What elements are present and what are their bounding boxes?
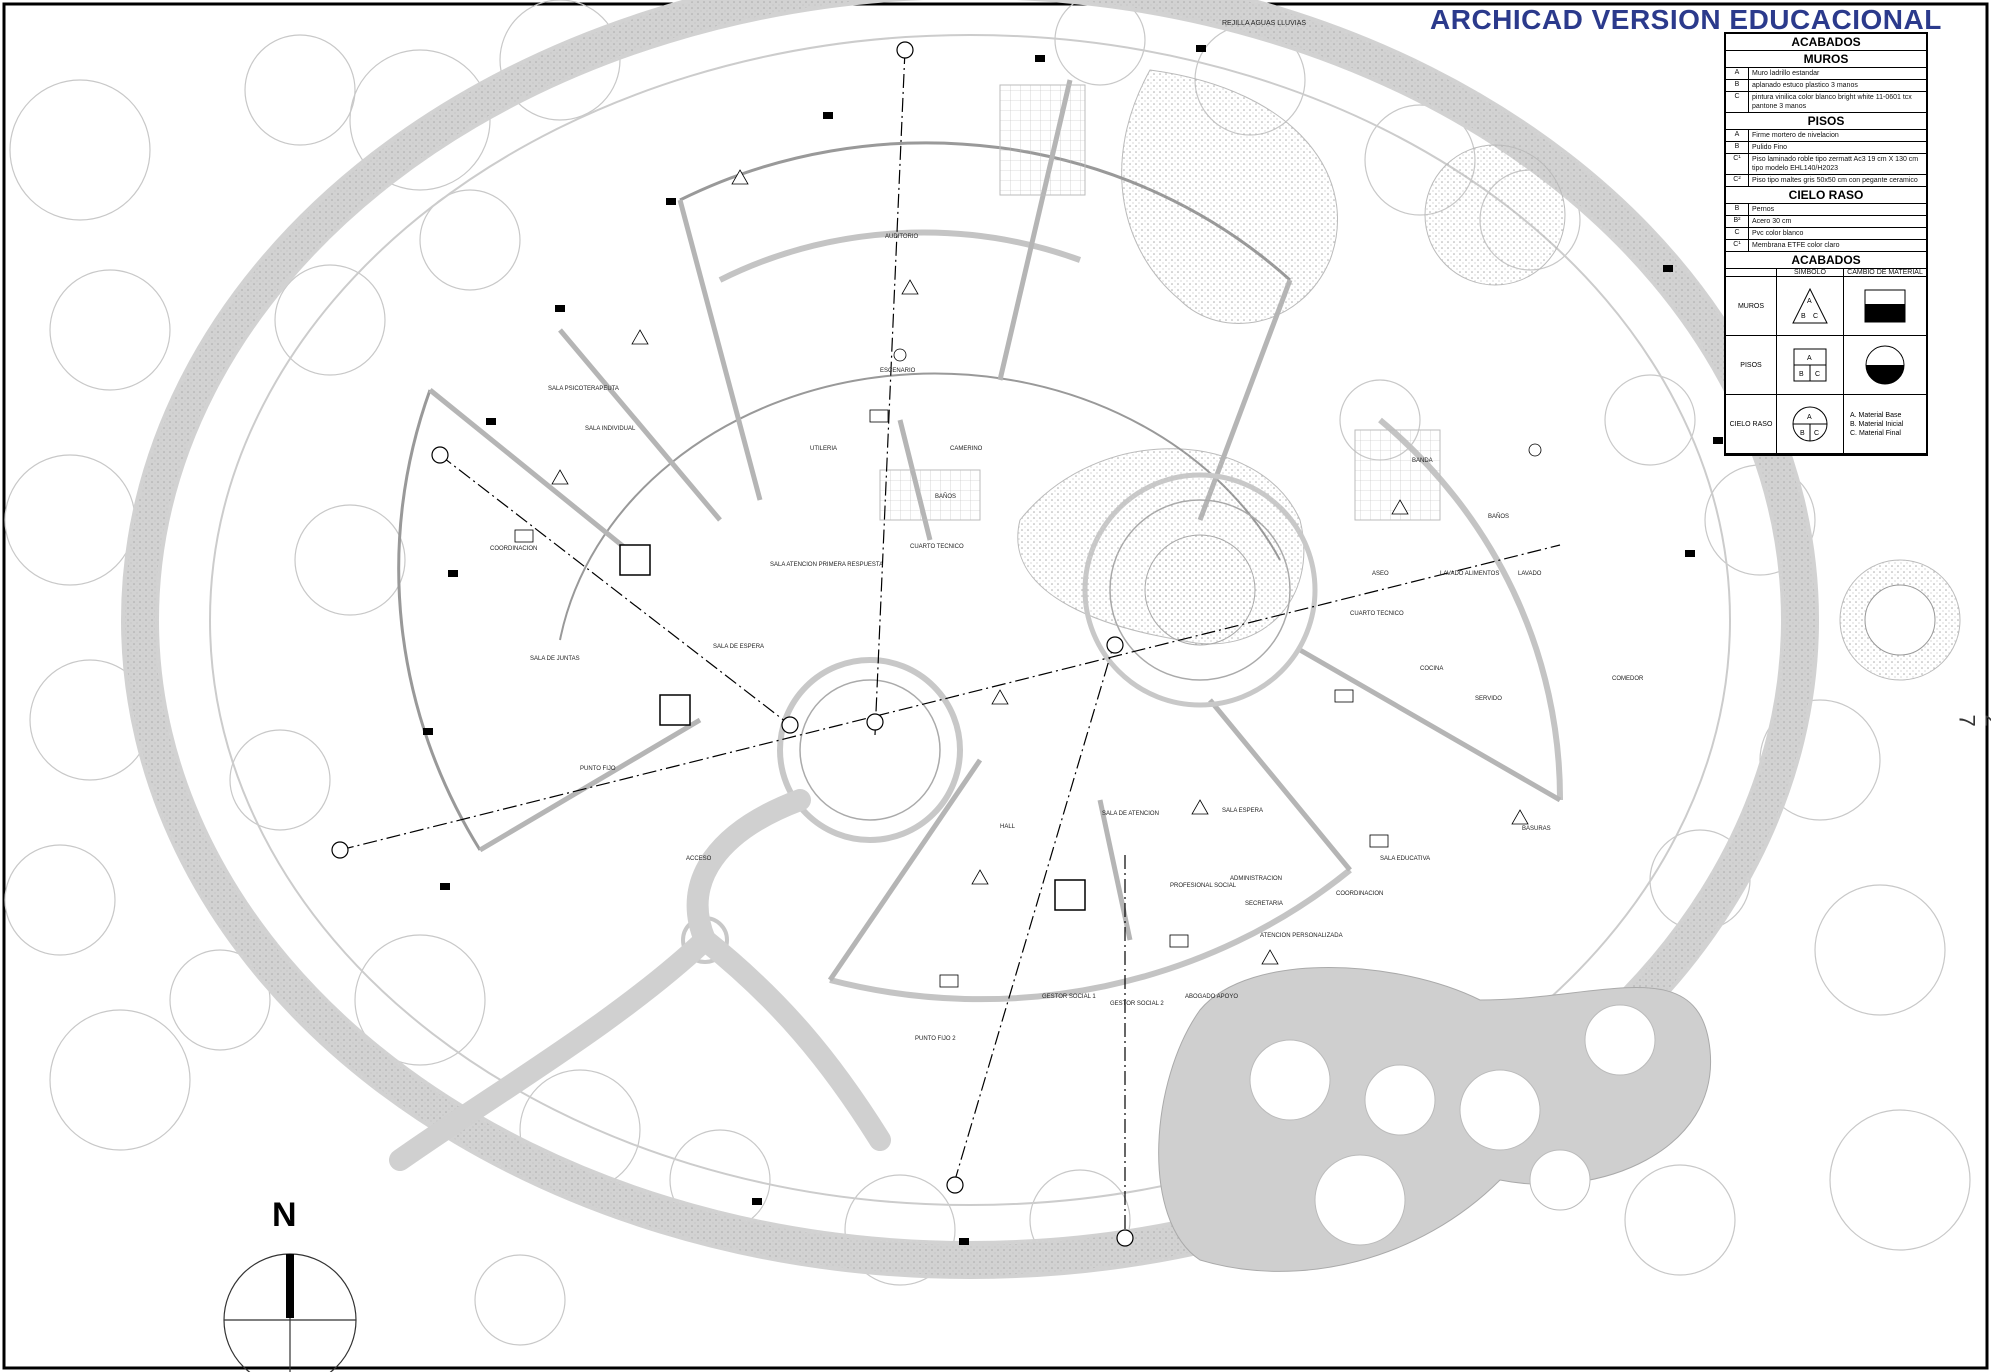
svg-text:C: C (1815, 371, 1820, 378)
room-label: SALA ATENCION PRIMERA RESPUESTA (770, 562, 883, 568)
floor-change-icon (1865, 345, 1905, 385)
outer-ring-path (121, 0, 1819, 1279)
svg-text:A: A (1807, 298, 1812, 305)
room-label: SALA DE ATENCION (1102, 811, 1159, 817)
square-symbol-icon: A B C (1793, 348, 1827, 382)
section-markers (331, 41, 1134, 1247)
wall-change-icon (1864, 289, 1906, 323)
svg-text:B: B (1800, 430, 1805, 437)
legend-key-a: A. Material Base (1850, 411, 1902, 419)
room-label: ACCESO (686, 856, 712, 862)
room-label: SALA DE JUNTAS (530, 656, 580, 662)
drain-markers (423, 45, 1723, 1245)
room-label: SALA EDUCATIVA (1380, 856, 1430, 862)
pond-islands (1249, 1004, 1656, 1246)
room-label: ABOGADO APOYO (1185, 994, 1238, 1000)
legend-symbol-header: SIMBOLO CAMBIO DE MATERIAL (1726, 269, 1926, 277)
rejilla-callout: REJILLA AGUAS LLUVIAS (1222, 20, 1307, 27)
room-label: ATENCION PERSONALIZADA (1260, 933, 1343, 939)
access-paths (389, 789, 891, 1171)
room-label: HALL (1000, 824, 1016, 830)
legend-muros-title: MUROS (1726, 51, 1926, 68)
room-label: COORDINACION (490, 546, 537, 552)
room-label: SECRETARIA (1245, 901, 1283, 907)
room-label: GESTOR SOCIAL 1 (1042, 994, 1096, 1000)
north-label: N (272, 1196, 297, 1234)
sheet-number: 2 7 (1954, 714, 1991, 727)
room-label: SALA DE ESPERA (713, 644, 764, 650)
room-label: PUNTO FIJO (580, 766, 616, 772)
room-label: CUARTO TECNICO (910, 544, 964, 550)
finish-symbols (514, 169, 1542, 988)
legend-pisos-title: PISOS (1726, 113, 1926, 130)
svg-text:C: C (1813, 313, 1818, 320)
svg-text:A: A (1807, 355, 1812, 362)
room-walls (428, 79, 1562, 982)
stair-cores (619, 544, 1086, 911)
room-labels: AUDITORIO ESCENARIO SALA PSICOTERAPEUTA … (490, 234, 1644, 1042)
room-label: SALA INDIVIDUAL (585, 426, 636, 432)
legend-key-c: C. Material Final (1850, 429, 1901, 437)
room-label: ESCENARIO (880, 368, 916, 374)
plaza-areas (1017, 69, 1961, 681)
room-label: PUNTO FIJO 2 (915, 1036, 956, 1042)
room-label: BAÑOS (935, 493, 956, 500)
legend-cielo-title: CIELO RASO (1726, 187, 1926, 204)
room-label: BANDA (1412, 458, 1433, 464)
room-label: COCINA (1420, 666, 1443, 672)
room-label: SERVIDO (1475, 696, 1502, 702)
north-arrow (223, 1253, 357, 1372)
room-label: UTILERIA (810, 446, 837, 452)
archicad-watermark: ARCHICAD VERSION EDUCACIONAL (1430, 4, 1942, 35)
room-label: ASEO (1372, 571, 1389, 577)
room-label: CUARTO TECNICO (1350, 611, 1404, 617)
room-label: AUDITORIO (885, 234, 919, 240)
room-label: COMEDOR (1612, 676, 1644, 682)
room-label: CAMERINO (950, 446, 983, 452)
section-lines (339, 49, 1561, 1240)
central-courtyard (681, 472, 1318, 964)
room-label: BAÑOS (1488, 513, 1509, 520)
legend-key-b: B. Material Inicial (1850, 420, 1904, 428)
room-label: GESTOR SOCIAL 2 (1110, 1001, 1164, 1007)
room-label: LAVADO (1518, 571, 1542, 577)
room-label: SALA PSICOTERAPEUTA (548, 386, 619, 392)
room-label: BASURAS (1522, 826, 1551, 832)
room-label: SALA ESPERA (1222, 808, 1263, 814)
svg-text:B: B (1799, 371, 1804, 378)
legend-acabados-title: ACABADOS (1726, 252, 1926, 269)
svg-text:B: B (1801, 313, 1806, 320)
room-label: COORDINACION (1336, 891, 1383, 897)
room-label: LAVADO ALIMENTOS (1440, 571, 1499, 577)
legend-title: ACABADOS (1726, 34, 1926, 51)
svg-text:A: A (1807, 414, 1812, 421)
room-label: PROFESIONAL SOCIAL (1170, 883, 1237, 889)
circle-symbol-icon: A B C (1792, 406, 1828, 442)
svg-text:C: C (1814, 430, 1819, 437)
landscape-trees (4, 0, 1971, 1346)
room-label: ADMINISTRACION (1230, 876, 1282, 882)
